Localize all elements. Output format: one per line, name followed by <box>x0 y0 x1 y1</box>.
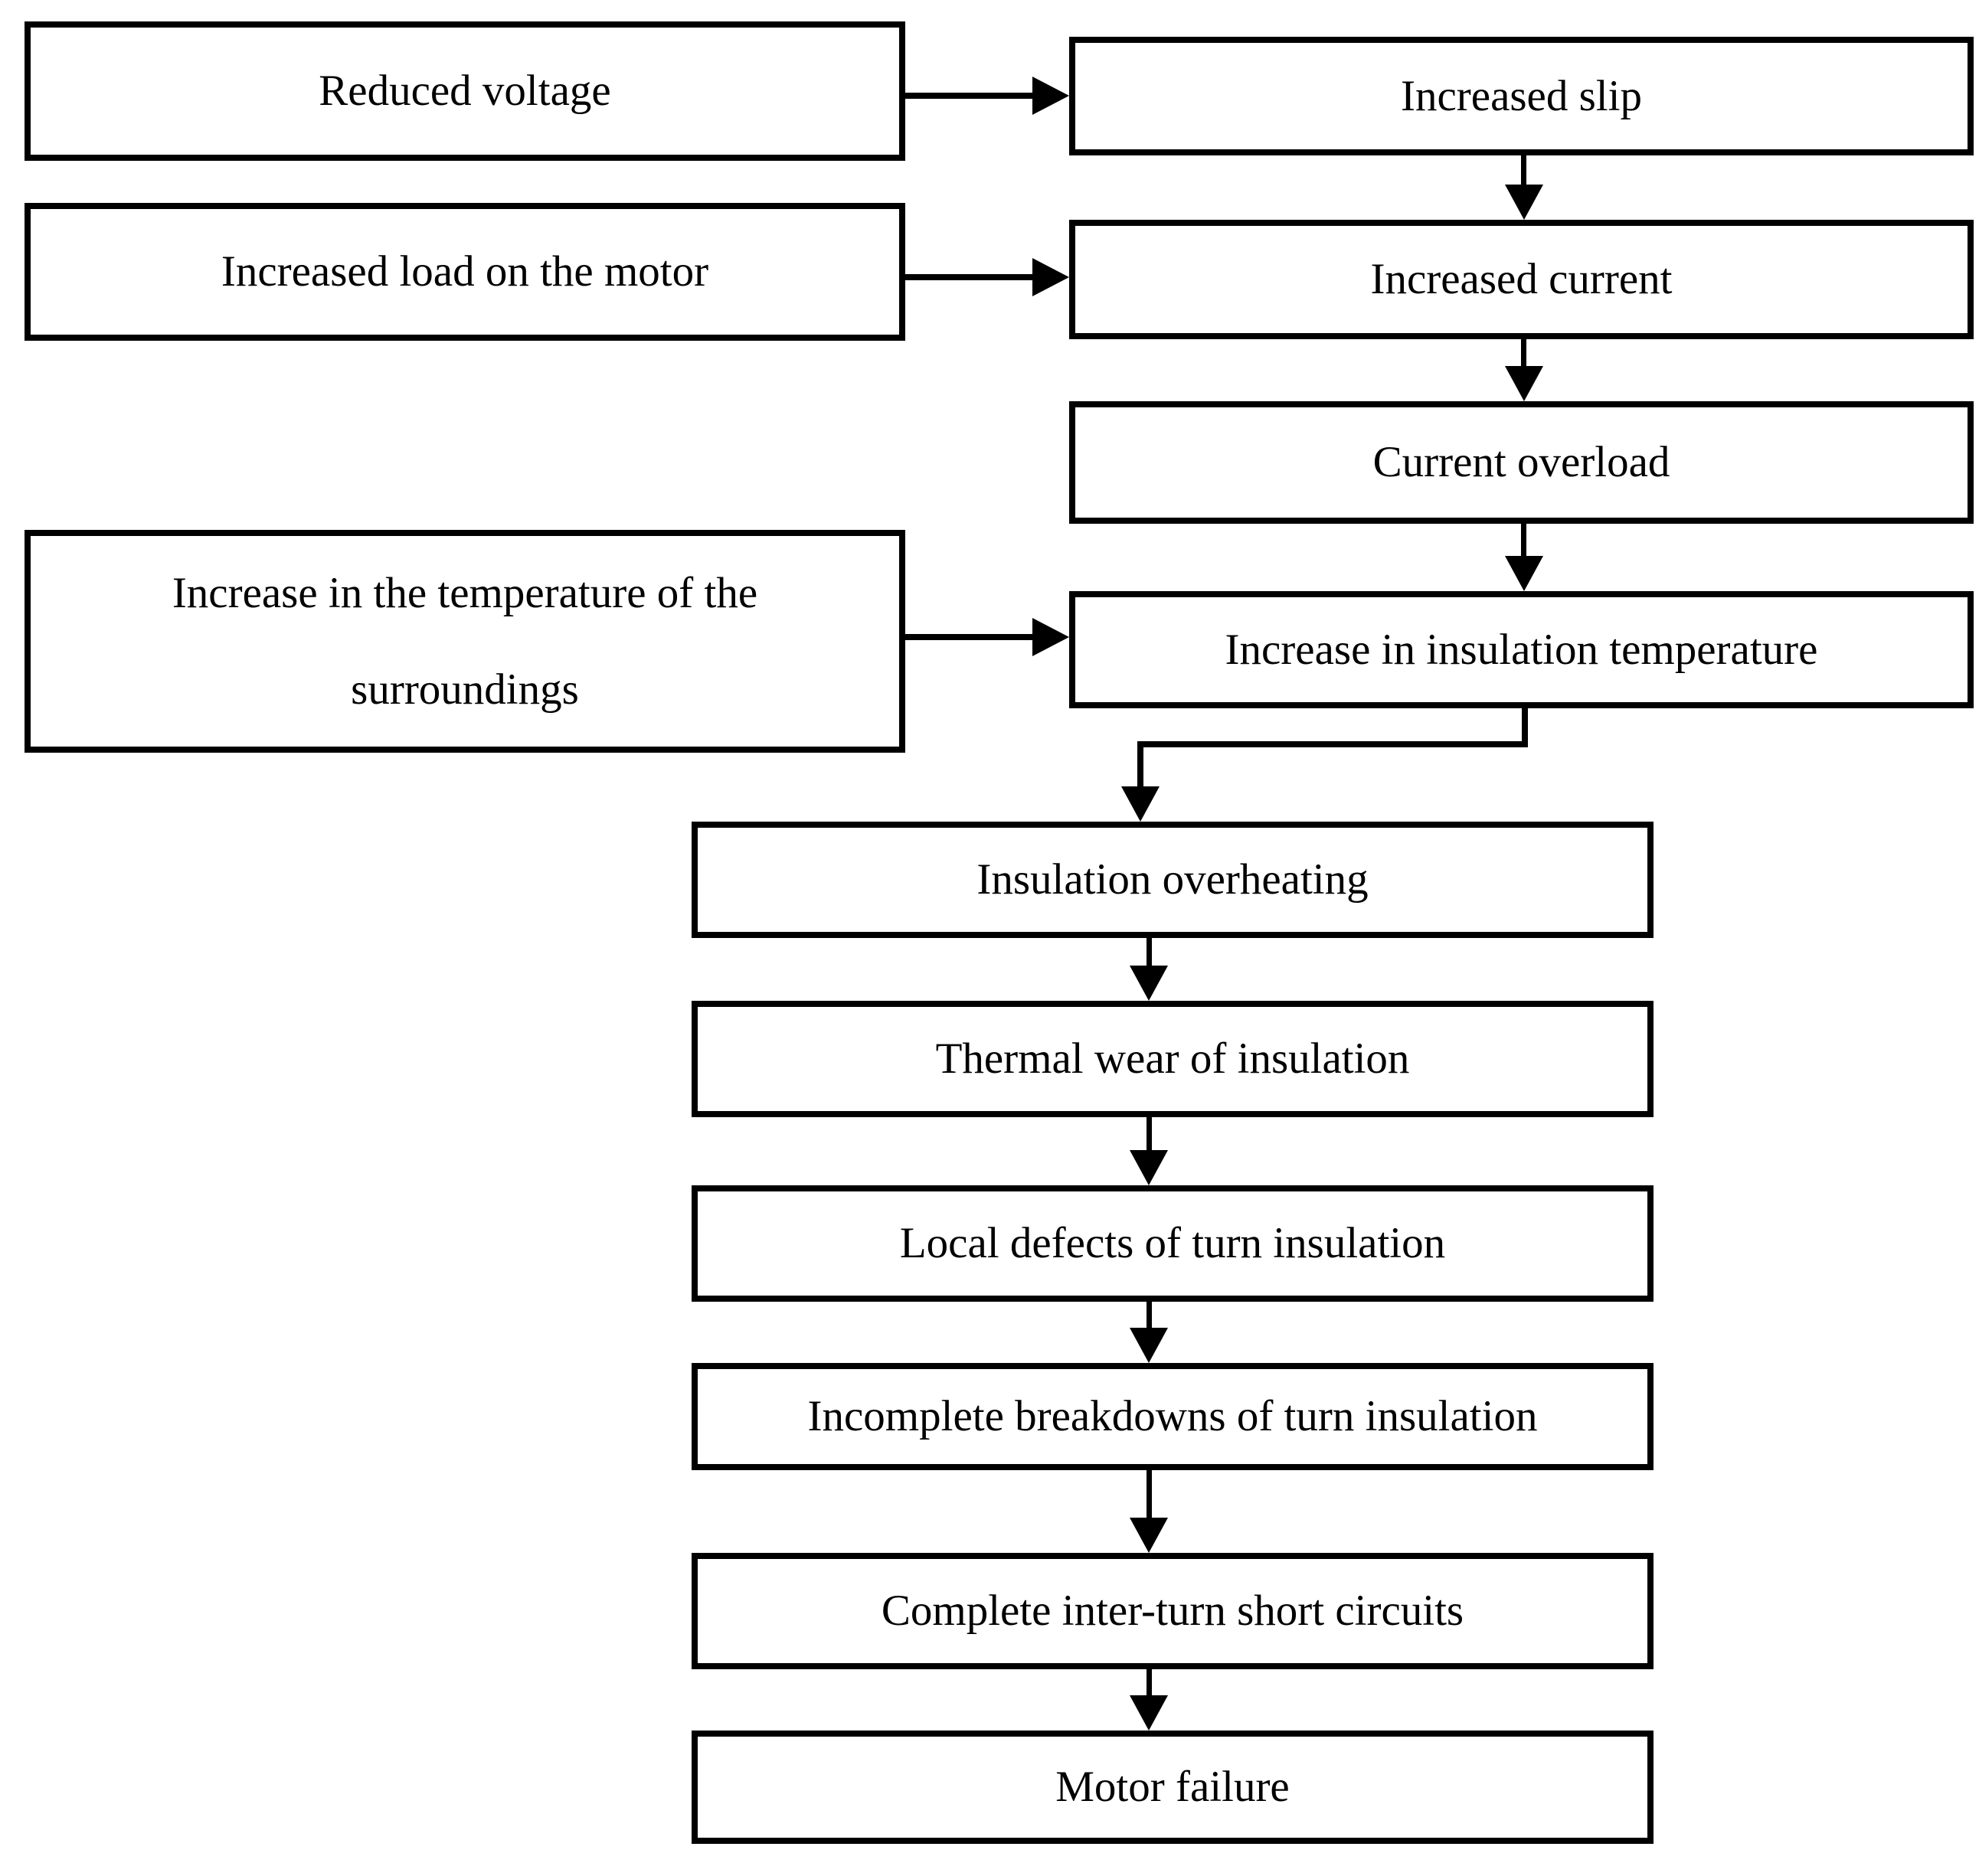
node-local-defects: Local defects of turn insulation <box>692 1185 1654 1302</box>
node-insulation-overheating: Insulation overheating <box>692 822 1654 938</box>
node-increased-current: Increased current <box>1069 220 1974 339</box>
edge-incomplete-breakdowns-to-complete-short-circuits-arrowhead-icon <box>1130 1518 1168 1553</box>
node-complete-short-circuits: Complete inter-turn short circuits <box>692 1553 1654 1669</box>
node-current-overload: Current overload <box>1069 401 1974 524</box>
node-motor-failure: Motor failure <box>692 1731 1654 1844</box>
node-insulation-temperature: Increase in insulation temperature <box>1069 591 1974 708</box>
edge-current-overload-to-insulation-temperature-line <box>1521 524 1526 559</box>
edge-local-defects-to-incomplete-breakdowns-line <box>1147 1302 1152 1331</box>
edge-local-defects-to-incomplete-breakdowns-arrowhead-icon <box>1130 1328 1168 1363</box>
edge-complete-short-circuits-to-motor-failure-arrowhead-icon <box>1130 1695 1168 1731</box>
edge-increased-slip-to-increased-current-arrowhead-icon <box>1505 185 1543 220</box>
edge-insulation-temperature-to-insulation-overheating-stub <box>1522 708 1528 747</box>
edge-reduced-voltage-to-increased-slip-arrowhead-icon <box>1032 77 1069 115</box>
node-increased-slip: Increased slip <box>1069 37 1974 155</box>
edge-current-overload-to-insulation-temperature-arrowhead-icon <box>1505 556 1543 591</box>
edge-increased-current-to-current-overload-line <box>1521 339 1526 369</box>
edge-increased-load-to-increased-current-arrowhead-icon <box>1032 258 1069 296</box>
edge-increased-current-to-current-overload-arrowhead-icon <box>1505 366 1543 401</box>
edge-thermal-wear-to-local-defects-line <box>1147 1117 1152 1153</box>
edge-temp-surroundings-to-insulation-temperature-line <box>905 634 1035 640</box>
edge-insulation-temperature-to-insulation-overheating-horizontal <box>1137 741 1528 747</box>
node-increased-load: Increased load on the motor <box>25 203 905 341</box>
edge-thermal-wear-to-local-defects-arrowhead-icon <box>1130 1150 1168 1185</box>
edge-temp-surroundings-to-insulation-temperature-arrowhead-icon <box>1032 618 1069 656</box>
edge-complete-short-circuits-to-motor-failure-line <box>1147 1669 1152 1698</box>
edge-increased-load-to-increased-current-line <box>905 274 1035 280</box>
edge-insulation-overheating-to-thermal-wear-line <box>1147 938 1152 969</box>
edge-insulation-overheating-to-thermal-wear-arrowhead-icon <box>1130 966 1168 1001</box>
node-thermal-wear: Thermal wear of insulation <box>692 1001 1654 1117</box>
edge-insulation-temperature-to-insulation-overheating-arrowhead-icon <box>1121 786 1160 822</box>
node-reduced-voltage: Reduced voltage <box>25 21 905 161</box>
node-incomplete-breakdowns: Incomplete breakdowns of turn insulation <box>692 1363 1654 1470</box>
edge-increased-slip-to-increased-current-line <box>1521 155 1526 188</box>
node-temp-surroundings: Increase in the temperature of the surro… <box>25 530 905 753</box>
edge-reduced-voltage-to-increased-slip-line <box>905 93 1035 99</box>
edge-incomplete-breakdowns-to-complete-short-circuits-line <box>1147 1470 1152 1521</box>
edge-insulation-temperature-to-insulation-overheating-vertical <box>1137 741 1143 789</box>
